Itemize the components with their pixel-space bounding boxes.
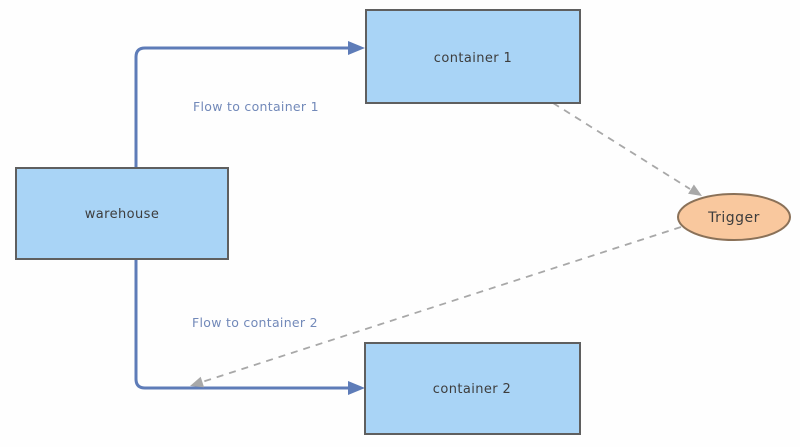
trigger-label: Trigger (707, 210, 760, 226)
edge-warehouse-to-container1 (134, 41, 365, 170)
dashed2-connector (201, 226, 682, 383)
flow2-edge-label: Flow to container 2 (192, 315, 318, 330)
trigger-ellipse (677, 193, 791, 241)
node-trigger: Trigger (677, 193, 791, 241)
edge-warehouse-to-container2 (134, 257, 365, 395)
flow2-arrowhead-icon (348, 381, 365, 395)
container1-box (365, 9, 581, 104)
flow1-edge-label: Flow to container 1 (193, 99, 319, 114)
flow1-arrowhead-icon (348, 41, 365, 55)
dashed2-arrowhead-icon (190, 376, 205, 388)
node-container1: container 1 (365, 9, 581, 104)
warehouse-box (15, 167, 229, 260)
container1-label: container 1 (434, 51, 512, 66)
container2-box (364, 342, 581, 435)
node-container2: container 2 (364, 342, 581, 435)
edge-trigger-to-flow2 (190, 226, 682, 388)
dashed1-connector (552, 102, 691, 190)
dashed1-arrowhead-icon (688, 184, 702, 196)
flow1-connector (134, 46, 350, 170)
edge-container1-to-trigger (552, 102, 702, 196)
node-warehouse: warehouse (15, 167, 229, 260)
warehouse-label: warehouse (85, 207, 159, 222)
container2-label: container 2 (433, 382, 511, 397)
flow2-connector (134, 257, 350, 390)
